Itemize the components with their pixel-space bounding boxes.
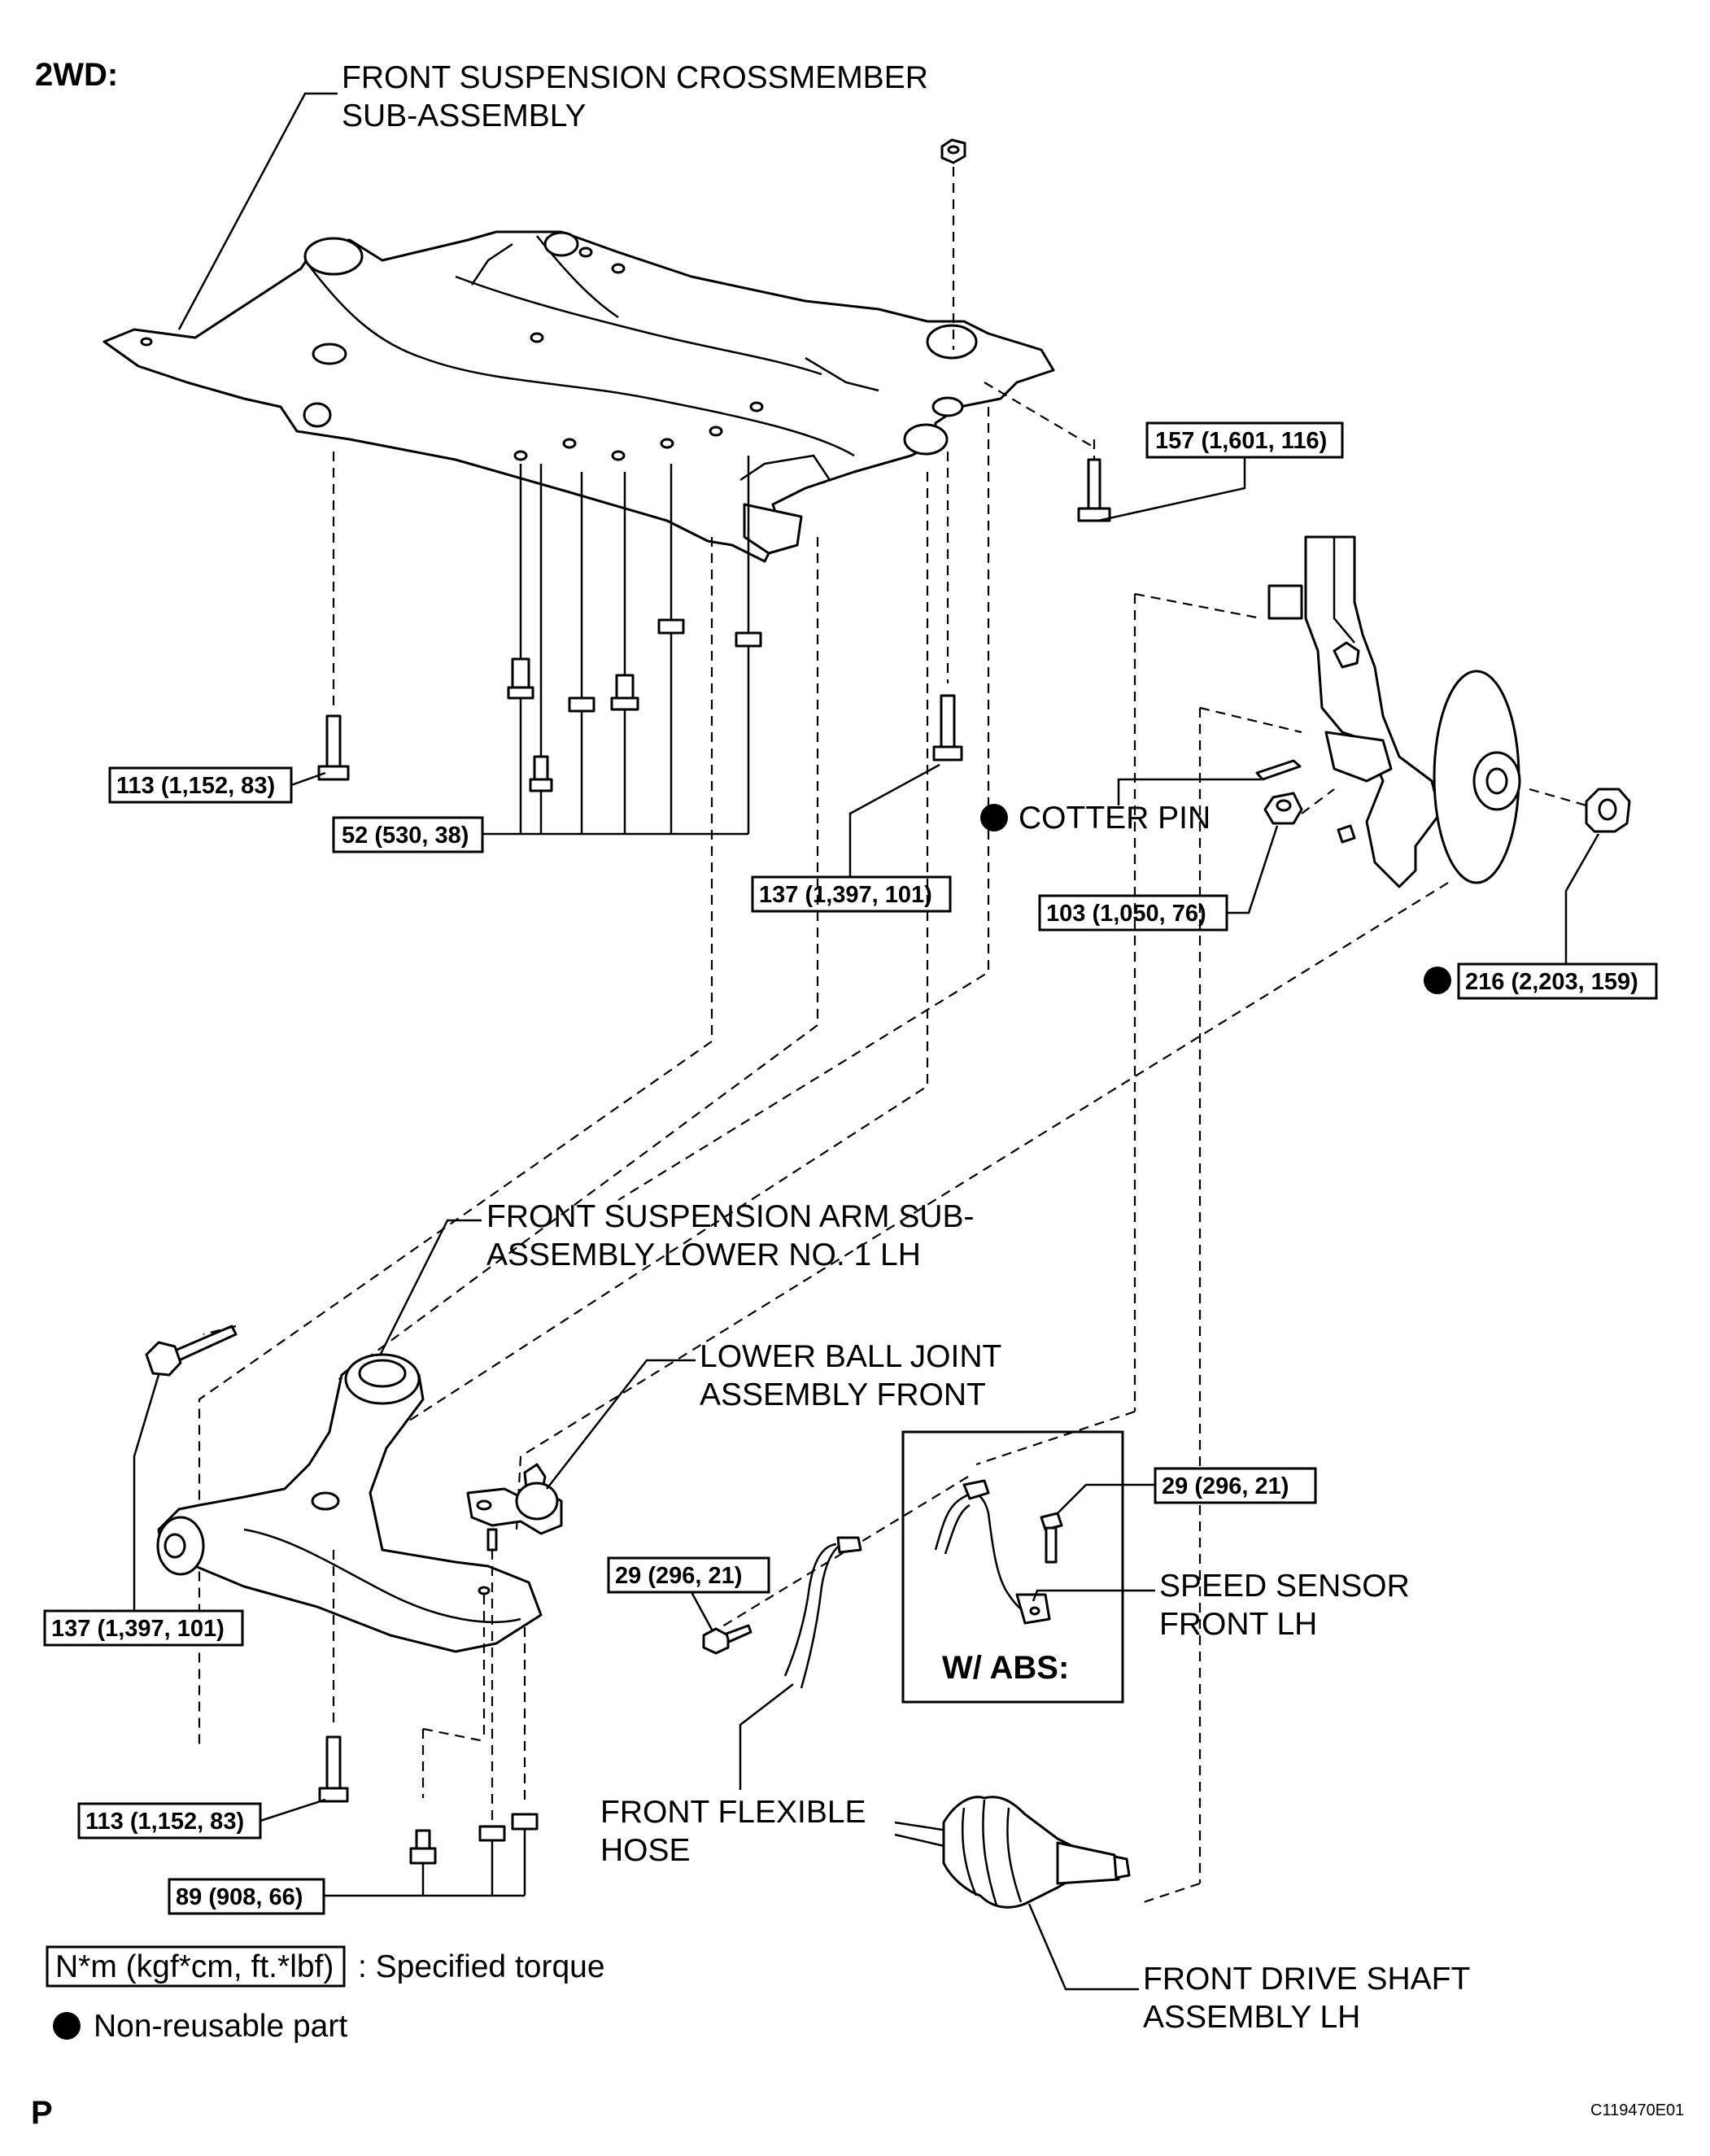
drive-shaft-label-line2: ASSEMBLY LH (1143, 2000, 1360, 2035)
torque-label-89: 89 (908, 66) (176, 1884, 303, 1910)
abs-bolt-29 (1040, 1512, 1063, 1564)
arm-leader (377, 1219, 482, 1360)
torque-103-leader (1227, 825, 1279, 914)
cotter-pin-leader (1117, 778, 1261, 805)
abs-inset-box (901, 1430, 1124, 1704)
crossmember-drawing (103, 230, 1055, 563)
torque-label-29-abs: 29 (296, 21) (1162, 1473, 1289, 1499)
torque-label-52: 52 (530, 38) (342, 823, 469, 849)
speed-sensor-label-line1: SPEED SENSOR (1159, 1569, 1410, 1604)
castle-nut-axis (1301, 788, 1335, 814)
fastener-cluster-89 (321, 1550, 539, 1897)
arm-label-line2: ASSEMBLY LOWER NO. 1 LH (486, 1237, 921, 1272)
torque-113-bottom-leader (260, 1798, 326, 1822)
figure-id: C119470E01 (1590, 2101, 1684, 2119)
torque-157-leader (1097, 457, 1246, 522)
cotter-pin-label: COTTER PIN (1019, 801, 1211, 836)
steering-knuckle-drawing (1267, 535, 1521, 888)
crossmember-label-line2: SUB-ASSEMBLY (342, 98, 587, 133)
hose-label-line1: FRONT FLEXIBLE (600, 1795, 866, 1830)
hose-leader (739, 1683, 794, 1790)
torque-box-137-left (43, 1609, 244, 1647)
torque-label-29-hose: 29 (296, 21) (615, 1563, 742, 1589)
fastener-cluster-52 (507, 456, 762, 836)
torque-label-103: 103 (1,050, 76) (1046, 901, 1206, 927)
crossmember-leader (177, 92, 338, 330)
axle-nut-axis (1529, 788, 1587, 807)
torque-box-113-bottom (77, 1802, 262, 1840)
lower-arm-drawing (156, 1353, 543, 1653)
torque-label-113-top: 113 (1,152, 83) (116, 773, 275, 799)
bolt-113-bottom (318, 1735, 349, 1803)
flexible-hose-drawing (783, 1536, 862, 1689)
torque-137-mid-leader (848, 763, 940, 877)
torque-label-157: 157 (1,601, 116) (1155, 428, 1327, 454)
torque-29-abs-leader (1057, 1483, 1155, 1514)
bolt-137-left (145, 1325, 238, 1377)
top-nut (940, 138, 966, 164)
torque-box-137-mid (751, 875, 952, 913)
ball-joint-label-line2: ASSEMBLY FRONT (700, 1377, 986, 1412)
legend-torque-unit: N*m (kgf*cm, ft.*lbf) (55, 1949, 334, 1984)
torque-label-137-mid: 137 (1,397, 101) (759, 882, 932, 908)
torque-label-137-left: 137 (1,397, 101) (51, 1616, 225, 1642)
assembly-dashed-lines (198, 407, 1449, 1905)
hose-bolt-29 (702, 1624, 752, 1655)
legend-nonreusable-icon (53, 2012, 81, 2040)
torque-216-leader (1564, 833, 1600, 964)
cotter-pin-nonreusable-icon (980, 804, 1008, 831)
ball-joint-leader (546, 1359, 696, 1490)
bolt-137-left-axis (203, 1325, 237, 1336)
abs-inset-title: W/ ABS: (942, 1650, 1069, 1686)
crossmember-label-line1: FRONT SUSPENSION CROSSMEMBER (342, 60, 928, 95)
speed-sensor-label-line2: FRONT LH (1159, 1607, 1317, 1642)
footer-page-mark: P (31, 2095, 53, 2131)
axle-nut-216 (1585, 788, 1631, 833)
cotter-pin-drawing (1255, 759, 1302, 781)
bolt-113-top (317, 714, 350, 781)
torque-box-216 (1457, 962, 1658, 1000)
torque-label-216: 216 (2,203, 159) (1465, 969, 1638, 995)
torque-137-left-leader (133, 1374, 160, 1611)
bolt-157 (1077, 458, 1111, 522)
speed-sensor-drawing (934, 1479, 1051, 1625)
bolt-137-mid (932, 694, 963, 762)
legend-torque-box (46, 1945, 346, 1988)
hose-label-line2: HOSE (600, 1833, 691, 1868)
diagram-heading: 2WD: (35, 57, 118, 93)
torque-box-89 (168, 1878, 325, 1915)
ball-joint-label-line1: LOWER BALL JOINT (700, 1339, 1001, 1374)
torque-box-29-hose (607, 1556, 770, 1594)
torque-label-113-bottom: 113 (1,152, 83) (85, 1809, 244, 1835)
speed-sensor-leader (1032, 1589, 1155, 1602)
drive-shaft-leader (1027, 1903, 1139, 1991)
lower-ball-joint-drawing (466, 1463, 563, 1552)
drive-shaft-label-line1: FRONT DRIVE SHAFT (1143, 1962, 1470, 1997)
axle-nut-nonreusable-icon (1424, 967, 1451, 994)
arm-label-line1: FRONT SUSPENSION ARM SUB- (486, 1199, 975, 1234)
torque-113-top-leader (290, 771, 326, 787)
bolt-157-axis (984, 382, 1095, 448)
castle-nut-103 (1263, 792, 1303, 825)
legend-nonreusable-desc: Non-reusable part (94, 2009, 347, 2044)
torque-box-157 (1145, 421, 1344, 459)
drive-shaft-drawing (894, 1796, 1131, 1909)
torque-box-52 (332, 816, 484, 853)
torque-29-hose-leader (690, 1591, 713, 1630)
legend-torque-desc: : Specified torque (358, 1949, 605, 1984)
